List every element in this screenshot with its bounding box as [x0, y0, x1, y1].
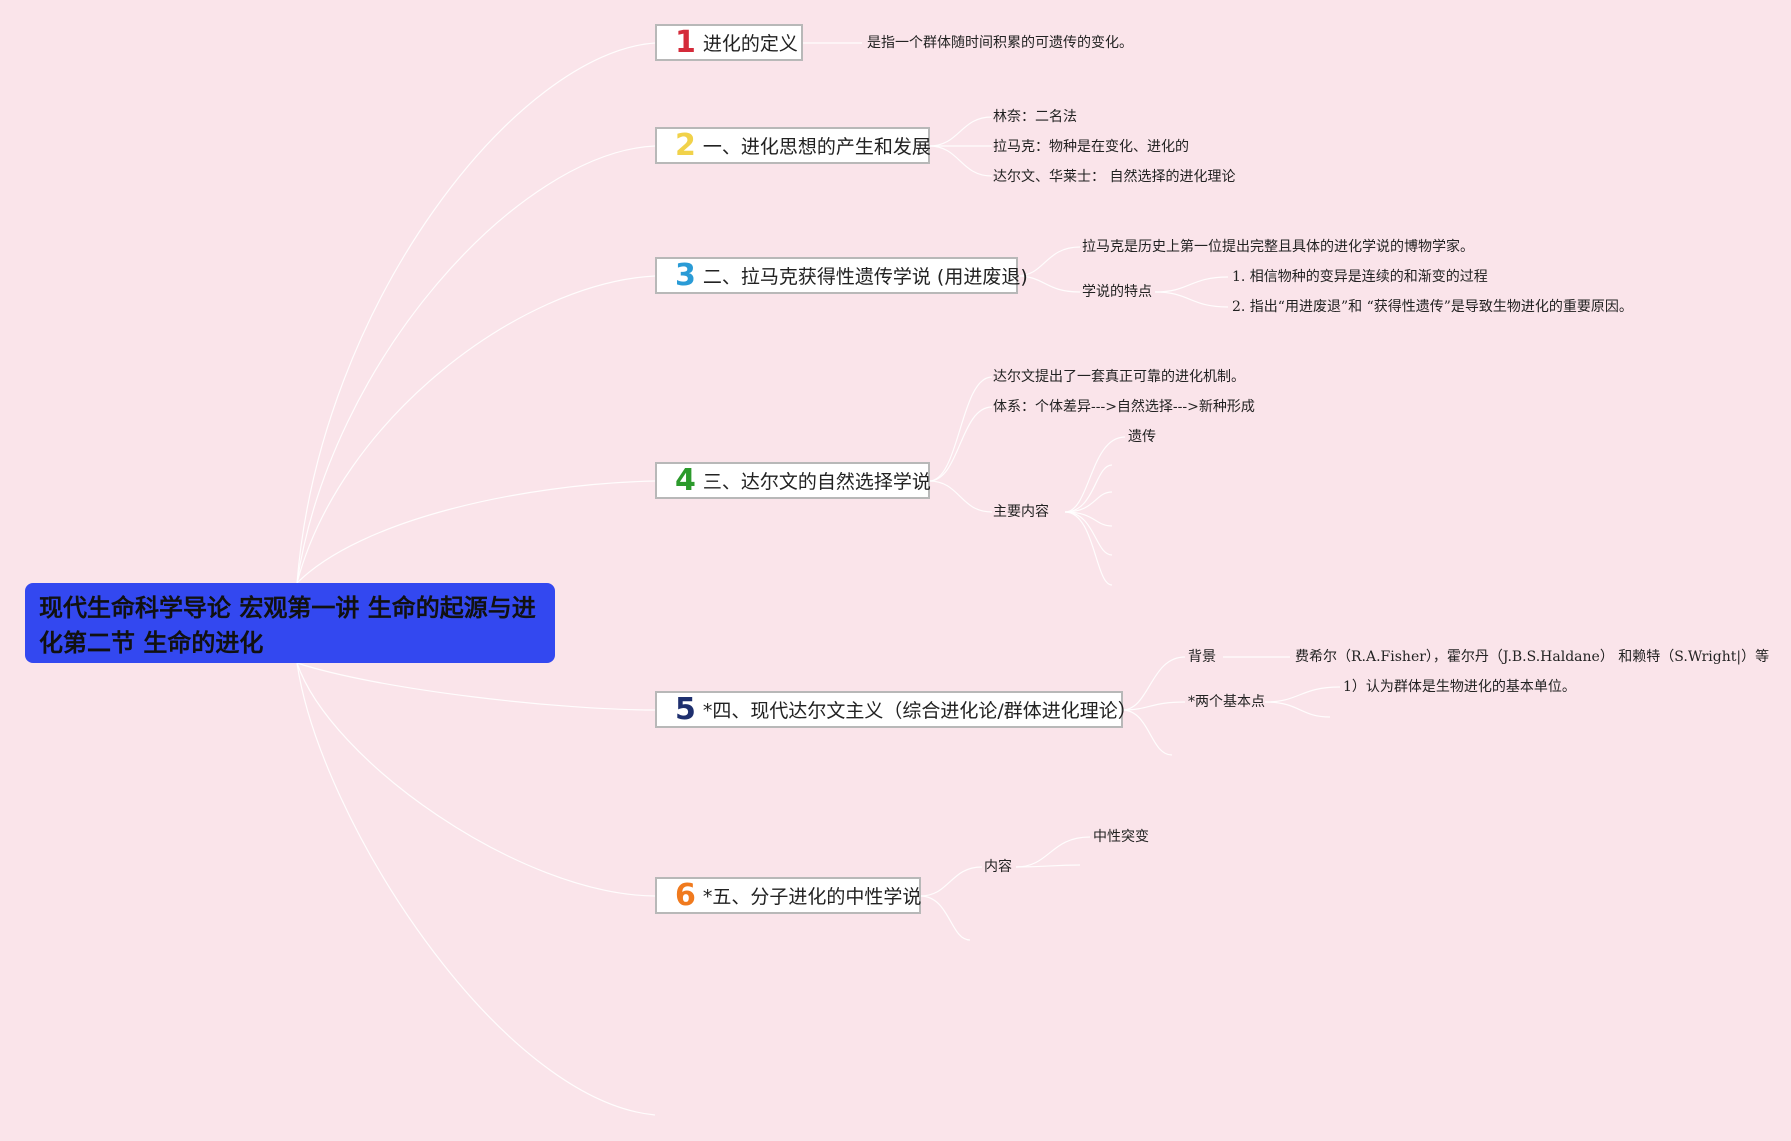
- leaf-two-basic-points[interactable]: *两个基本点: [1188, 694, 1265, 710]
- topic-5-modern-darwinism[interactable]: 5 *四、现代达尔文主义（综合进化论/群体进化理论）: [655, 691, 1137, 728]
- leaf-heredity[interactable]: 遗传: [1128, 429, 1156, 445]
- leaf-neutral-mutation[interactable]: 中性突变: [1093, 829, 1149, 845]
- leaf-background[interactable]: 背景: [1188, 649, 1216, 665]
- topic-label: 二、拉马克获得性遗传学说 (用进废退): [702, 266, 1028, 288]
- topic-label: 一、进化思想的产生和发展: [702, 136, 931, 158]
- topic-label: *五、分子进化的中性学说: [702, 886, 922, 908]
- leaf-feature-1[interactable]: 1. 相信物种的变异是连续的和渐变的过程: [1232, 269, 1488, 285]
- leaf-darwin-mechanism[interactable]: 达尔文提出了一套真正可靠的进化机制。: [993, 369, 1245, 385]
- leaf-content[interactable]: 内容: [984, 859, 1012, 875]
- leaf-lamarck[interactable]: 拉马克：物种是在变化、进化的: [993, 139, 1189, 155]
- topic-1-evolution-definition[interactable]: 1 进化的定义: [655, 24, 803, 61]
- leaf-linnaeus[interactable]: 林奈：二名法: [993, 109, 1077, 125]
- root-topic[interactable]: 现代生命科学导论 宏观第一讲 生命的起源与进化第二节 生命的进化: [25, 583, 555, 663]
- topic-number-1: 1: [675, 24, 696, 60]
- topic-number-6: 6: [675, 877, 696, 913]
- topic-label: 三、达尔文的自然选择学说: [702, 471, 931, 493]
- topic-3-lamarck-theory[interactable]: 3 二、拉马克获得性遗传学说 (用进废退): [655, 257, 1028, 294]
- topic-6-neutral-theory[interactable]: 6 *五、分子进化的中性学说: [655, 877, 921, 914]
- leaf-darwin-system[interactable]: 体系：个体差异--->自然选择--->新种形成: [993, 399, 1255, 415]
- leaf-definition-text[interactable]: 是指一个群体随时间积累的可遗传的变化。: [867, 35, 1133, 51]
- leaf-scientists[interactable]: 费希尔（R.A.Fisher），霍尔丹（J.B.S.Haldane） 和赖特（S…: [1295, 649, 1770, 665]
- topic-4-darwin-natural-selection[interactable]: 4 三、达尔文的自然选择学说: [655, 462, 931, 499]
- leaf-lamarck-first[interactable]: 拉马克是历史上第一位提出完整且具体的进化学说的博物学家。: [1082, 239, 1474, 255]
- leaf-darwin-wallace[interactable]: 达尔文、华莱士： 自然选择的进化理论: [993, 169, 1236, 185]
- topic-number-3: 3: [675, 257, 696, 293]
- leaf-theory-features[interactable]: 学说的特点: [1082, 284, 1152, 300]
- root-title: 现代生命科学导论 宏观第一讲 生命的起源与进化第二节 生命的进化: [39, 594, 536, 657]
- leaf-main-content[interactable]: 主要内容: [993, 504, 1049, 520]
- topic-label: *四、现代达尔文主义（综合进化论/群体进化理论）: [702, 700, 1137, 722]
- topic-number-5: 5: [675, 691, 696, 727]
- topic-number-4: 4: [675, 462, 696, 498]
- leaf-point-1[interactable]: 1）认为群体是生物进化的基本单位。: [1343, 679, 1576, 695]
- leaf-feature-2[interactable]: 2. 指出“用进废退”和 “获得性遗传”是导致生物进化的重要原因。: [1232, 299, 1633, 315]
- topic-2-evolution-thought[interactable]: 2 一、进化思想的产生和发展: [655, 127, 931, 164]
- topic-label: 进化的定义: [702, 33, 798, 55]
- topic-number-2: 2: [675, 127, 696, 163]
